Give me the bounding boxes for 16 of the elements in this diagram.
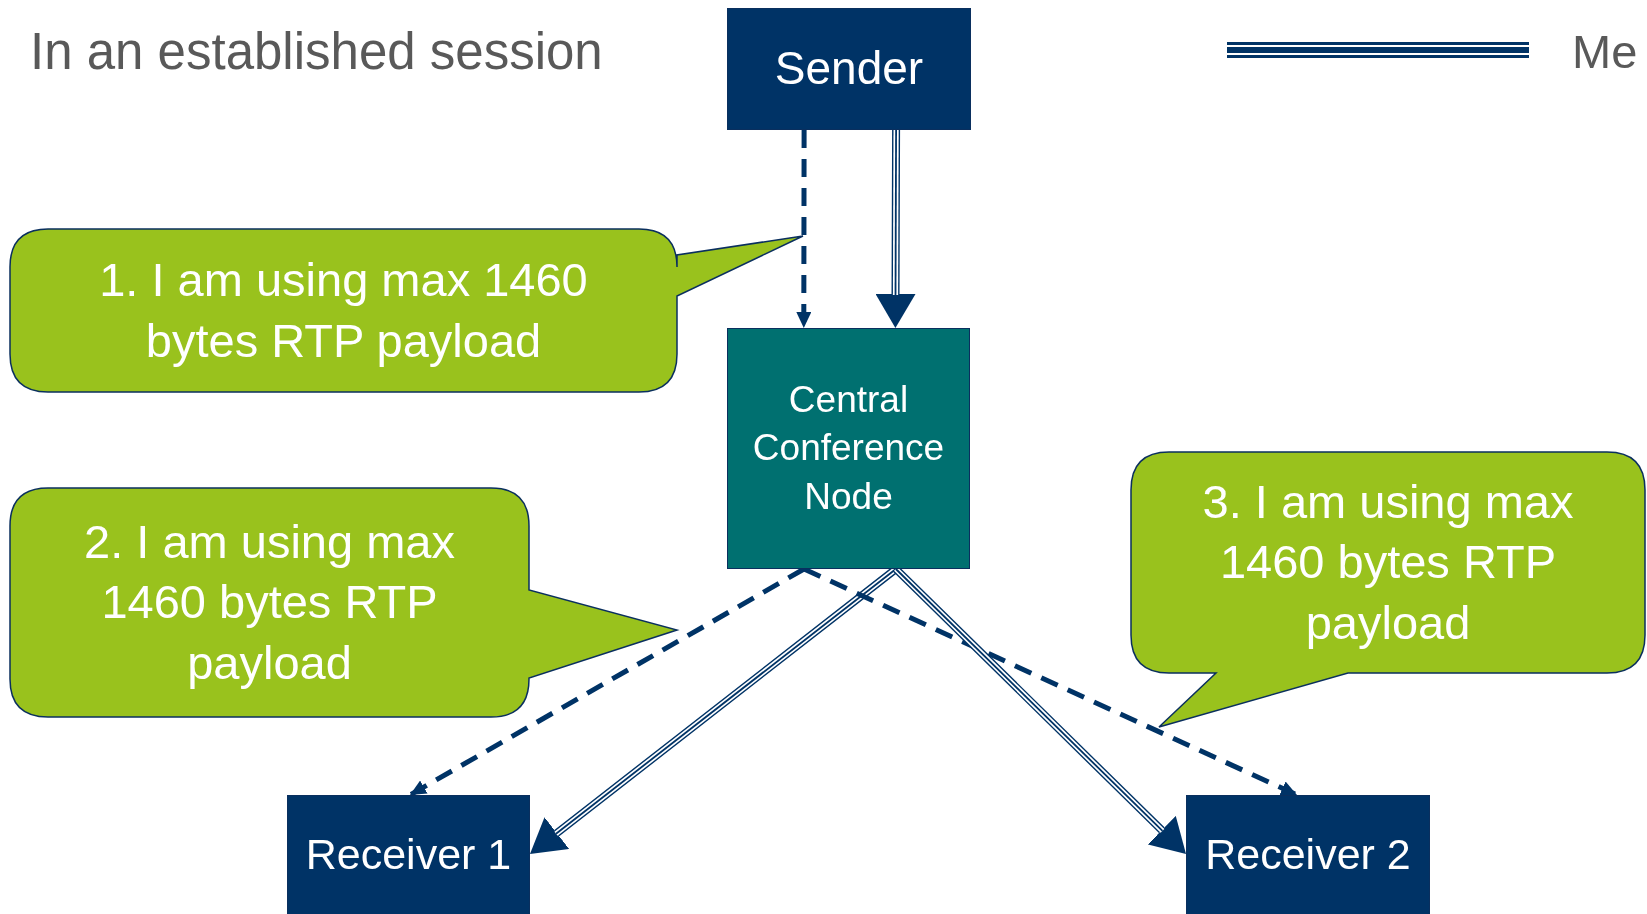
signalling-arrow	[796, 130, 812, 328]
speech-bubble	[10, 488, 677, 717]
receiver-box	[1186, 795, 1430, 914]
callout-text: 1. I am using max 1460 bytes RTP payload	[98, 252, 589, 369]
receiver-box	[287, 795, 530, 914]
node-label: Central Conference Node	[751, 378, 946, 519]
node-label: Receiver 1	[305, 829, 512, 881]
conference-node-box	[727, 328, 970, 569]
node-label: Sender	[774, 41, 924, 97]
legend-text: Me	[1572, 24, 1638, 79]
node-label: Receiver 2	[1205, 829, 1411, 881]
title: In an established session	[30, 22, 603, 81]
sender-box	[727, 8, 971, 130]
callout-text: 2. I am using max 1460 bytes RTP payload	[83, 514, 456, 691]
callout-text: 3. I am using max 1460 bytes RTP payload	[1201, 474, 1575, 651]
speech-bubble	[1131, 452, 1647, 727]
